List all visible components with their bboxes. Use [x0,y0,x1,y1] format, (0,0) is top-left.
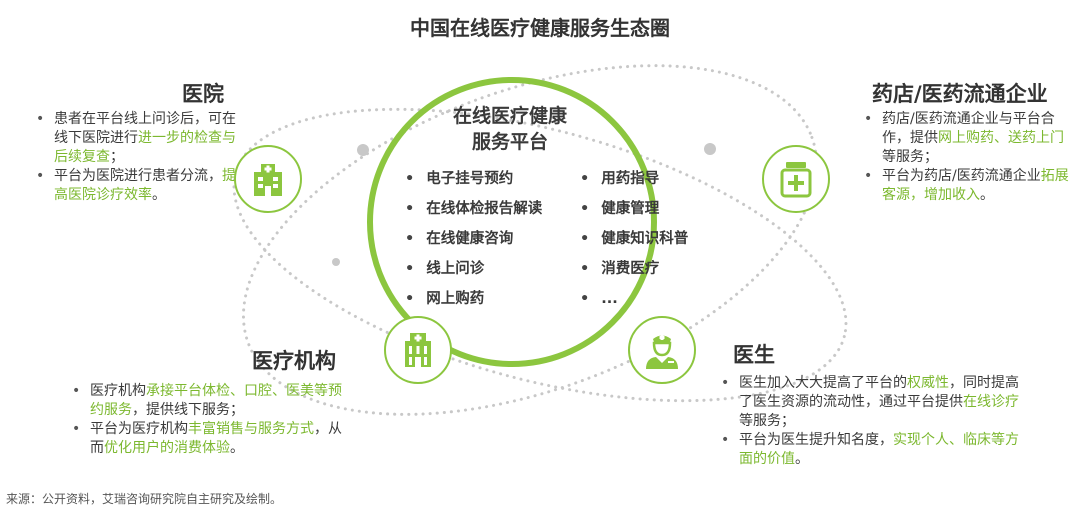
pharmacy-bullet-2: 平台为药店/医药流通企业拓展客源，增加收入。 [860,167,1075,205]
institution-bullets: 医疗机构承接平台体检、口腔、医美等预约服务，提供线下服务； 平台为医疗机构丰富销… [68,382,353,458]
pharmacy-bullets: 药店/医药流通企业与平台合作，提供网上购药、送药上门等服务； 平台为药店/医药流… [860,110,1075,205]
source-note: 来源：公开资料，艾瑞咨询研究院自主研究及绘制。 [6,492,283,506]
service-item: 电子挂号预约 [405,164,542,194]
service-item: 在线健康咨询 [405,224,542,254]
medicine-bottle-icon [762,145,830,213]
hospital-title: 医院 [182,82,224,106]
center-services-left: 电子挂号预约 在线体检报告解读 在线健康咨询 线上问诊 网上购药 [405,164,542,314]
doctor-title: 医生 [733,343,775,367]
service-item: 网上购药 [405,284,542,314]
service-item: 健康管理 [580,194,688,224]
service-item: 健康知识科普 [580,224,688,254]
institution-bullet-1: 医疗机构承接平台体检、口腔、医美等预约服务，提供线下服务； [68,382,353,420]
center-services-right: 用药指导 健康管理 健康知识科普 消费医疗 ... [580,164,688,314]
diagram-title: 中国在线医疗健康服务生态圈 [410,16,670,40]
doctor-bullet-2: 平台为医生提升知名度，实现个人、临床等方面的价值。 [717,431,1022,469]
hospital-icon [234,145,302,213]
center-platform-title: 在线医疗健康 服务平台 [390,103,630,155]
orbit-dot-lower-left [332,258,340,266]
pharmacy-bullet-1: 药店/医药流通企业与平台合作，提供网上购药、送药上门等服务； [860,110,1075,167]
doctor-bullets: 医生加入大大提高了平台的权威性，同时提高了医生资源的流动性，通过平台提供在线诊疗… [717,374,1022,469]
orbit-dot-left [357,144,369,156]
hospital-bullet-1: 患者在平台线上问诊后，可在线下医院进行进一步的检查与后续复查； [32,110,237,167]
institution-bullet-2: 平台为医疗机构丰富销售与服务方式，从而优化用户的消费体验。 [68,420,353,458]
doctor-bullet-1: 医生加入大大提高了平台的权威性，同时提高了医生资源的流动性，通过平台提供在线诊疗… [717,374,1022,431]
service-item: 消费医疗 [580,254,688,284]
center-title-line2: 服务平台 [471,131,548,153]
institution-title: 医疗机构 [252,349,336,373]
orbit-dot-right [704,143,716,155]
service-item: 用药指导 [580,164,688,194]
pharmacy-title: 药店/医药流通企业 [872,82,1048,106]
clinic-icon [384,316,452,384]
hospital-bullet-2: 平台为医院进行患者分流，提高医院诊疗效率。 [32,167,237,205]
doctor-icon [628,316,696,384]
service-item: 线上问诊 [405,254,542,284]
service-item: ... [580,284,688,314]
service-item: 在线体检报告解读 [405,194,542,224]
orbit-ellipse-1 [241,64,819,416]
center-title-line1: 在线医疗健康 [452,105,567,127]
hospital-bullets: 患者在平台线上问诊后，可在线下医院进行进一步的检查与后续复查； 平台为医院进行患… [32,110,237,205]
